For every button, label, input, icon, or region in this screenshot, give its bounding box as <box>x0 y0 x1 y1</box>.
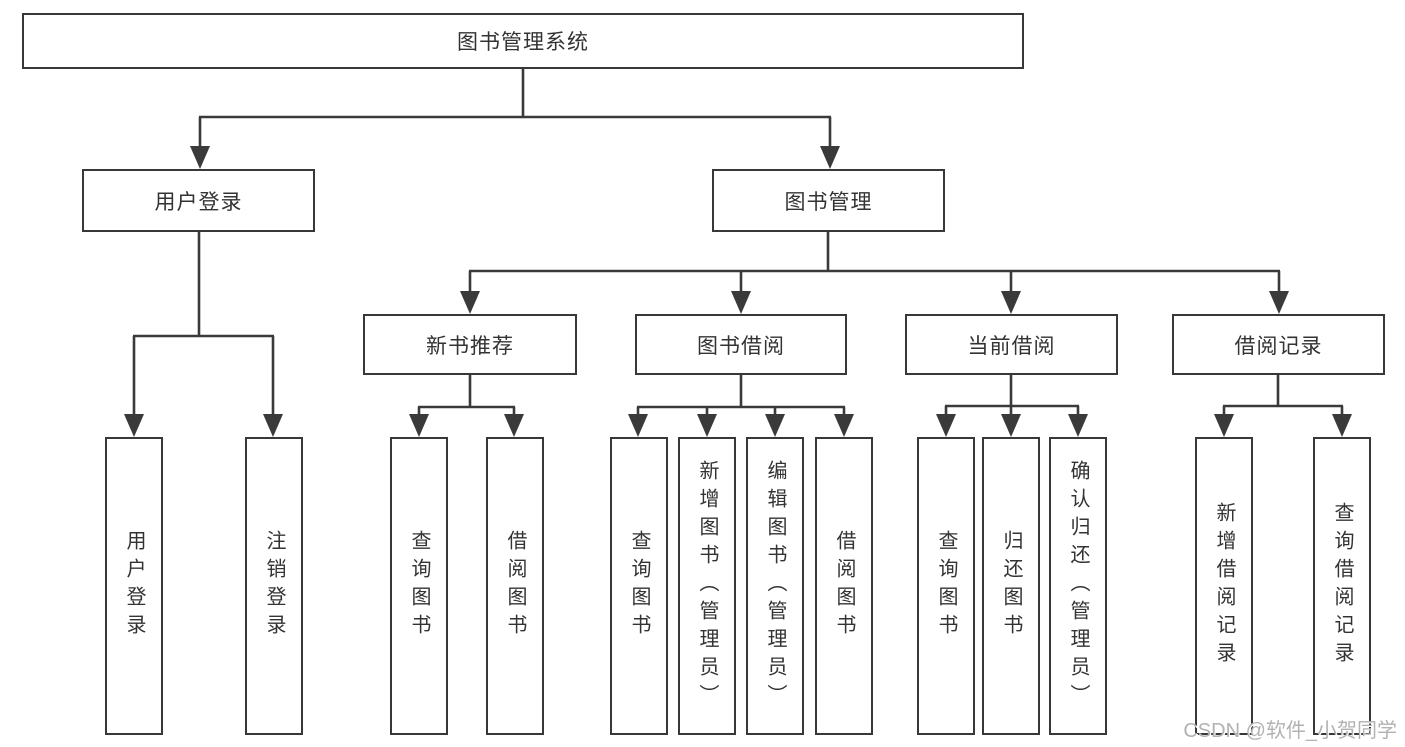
leaf-label: 用户登录 <box>123 530 145 642</box>
arrowhead-icon <box>765 414 785 437</box>
node-label: 图书借阅 <box>697 334 785 358</box>
leaf-label: 编辑图书（管理员） <box>764 460 786 712</box>
leaf-query-books-recommend: 查询图书 <box>390 437 448 735</box>
arrowhead-icon <box>936 414 956 437</box>
node-new-book-recommend: 新书推荐 <box>363 314 577 375</box>
leaf-user-login: 用户登录 <box>105 437 163 735</box>
arrowhead-icon <box>1068 414 1088 437</box>
leaf-confirm-return-admin: 确认归还（管理员） <box>1049 437 1107 735</box>
node-current-borrow: 当前借阅 <box>905 314 1118 375</box>
leaf-query-borrow-record: 查询借阅记录 <box>1313 437 1371 735</box>
leaf-borrow-books-borrow: 借阅图书 <box>815 437 873 735</box>
arrowhead-icon <box>820 146 840 169</box>
leaf-label: 查询图书 <box>408 530 430 642</box>
arrowhead-icon <box>1214 414 1234 437</box>
leaf-query-books-current: 查询图书 <box>917 437 975 735</box>
node-label: 当前借阅 <box>967 334 1056 358</box>
arrowhead-icon <box>124 414 144 437</box>
arrowhead-icon <box>697 414 717 437</box>
node-label: 用户登录 <box>154 190 243 214</box>
leaf-label: 查询图书 <box>935 530 957 642</box>
leaf-label: 确认归还（管理员） <box>1067 460 1089 712</box>
leaf-logout: 注销登录 <box>245 437 303 735</box>
arrowhead-icon <box>1001 291 1021 314</box>
node-label: 图书管理 <box>784 190 873 214</box>
watermark-text: CSDN @软件_小贺同学 <box>1183 720 1397 742</box>
arrowhead-icon <box>731 291 751 314</box>
leaf-borrow-books-recommend: 借阅图书 <box>486 437 544 735</box>
arrowhead-icon <box>504 414 524 437</box>
leaf-label: 归还图书 <box>1000 530 1022 642</box>
node-borrow-records: 借阅记录 <box>1172 314 1385 375</box>
leaf-query-books-borrow: 查询图书 <box>610 437 668 735</box>
leaf-label: 查询借阅记录 <box>1331 502 1353 670</box>
arrowhead-icon <box>263 414 283 437</box>
arrowhead-icon <box>1332 414 1352 437</box>
leaf-edit-book-admin: 编辑图书（管理员） <box>746 437 804 735</box>
leaf-label: 注销登录 <box>263 530 285 642</box>
leaf-label: 查询图书 <box>628 530 650 642</box>
arrowhead-icon <box>1001 414 1021 437</box>
leaf-add-borrow-record: 新增借阅记录 <box>1195 437 1253 735</box>
leaf-return-book: 归还图书 <box>982 437 1040 735</box>
node-user-login: 用户登录 <box>82 169 315 232</box>
arrowhead-icon <box>460 291 480 314</box>
node-label: 借阅记录 <box>1234 334 1323 358</box>
leaf-label: 借阅图书 <box>504 530 526 642</box>
node-book-borrow: 图书借阅 <box>635 314 847 375</box>
node-book-management: 图书管理 <box>712 169 945 232</box>
node-label: 新书推荐 <box>426 334 514 358</box>
arrowhead-icon <box>190 146 210 169</box>
node-label: 图书管理系统 <box>457 31 589 54</box>
arrowhead-icon <box>628 414 648 437</box>
arrowhead-icon <box>409 414 429 437</box>
node-library-management-system: 图书管理系统 <box>22 13 1024 69</box>
arrowhead-icon <box>1269 291 1289 314</box>
leaf-label: 新增图书（管理员） <box>696 460 718 712</box>
leaf-label: 借阅图书 <box>833 530 855 642</box>
leaf-label: 新增借阅记录 <box>1213 502 1235 670</box>
leaf-add-book-admin: 新增图书（管理员） <box>678 437 736 735</box>
arrowhead-icon <box>834 414 854 437</box>
